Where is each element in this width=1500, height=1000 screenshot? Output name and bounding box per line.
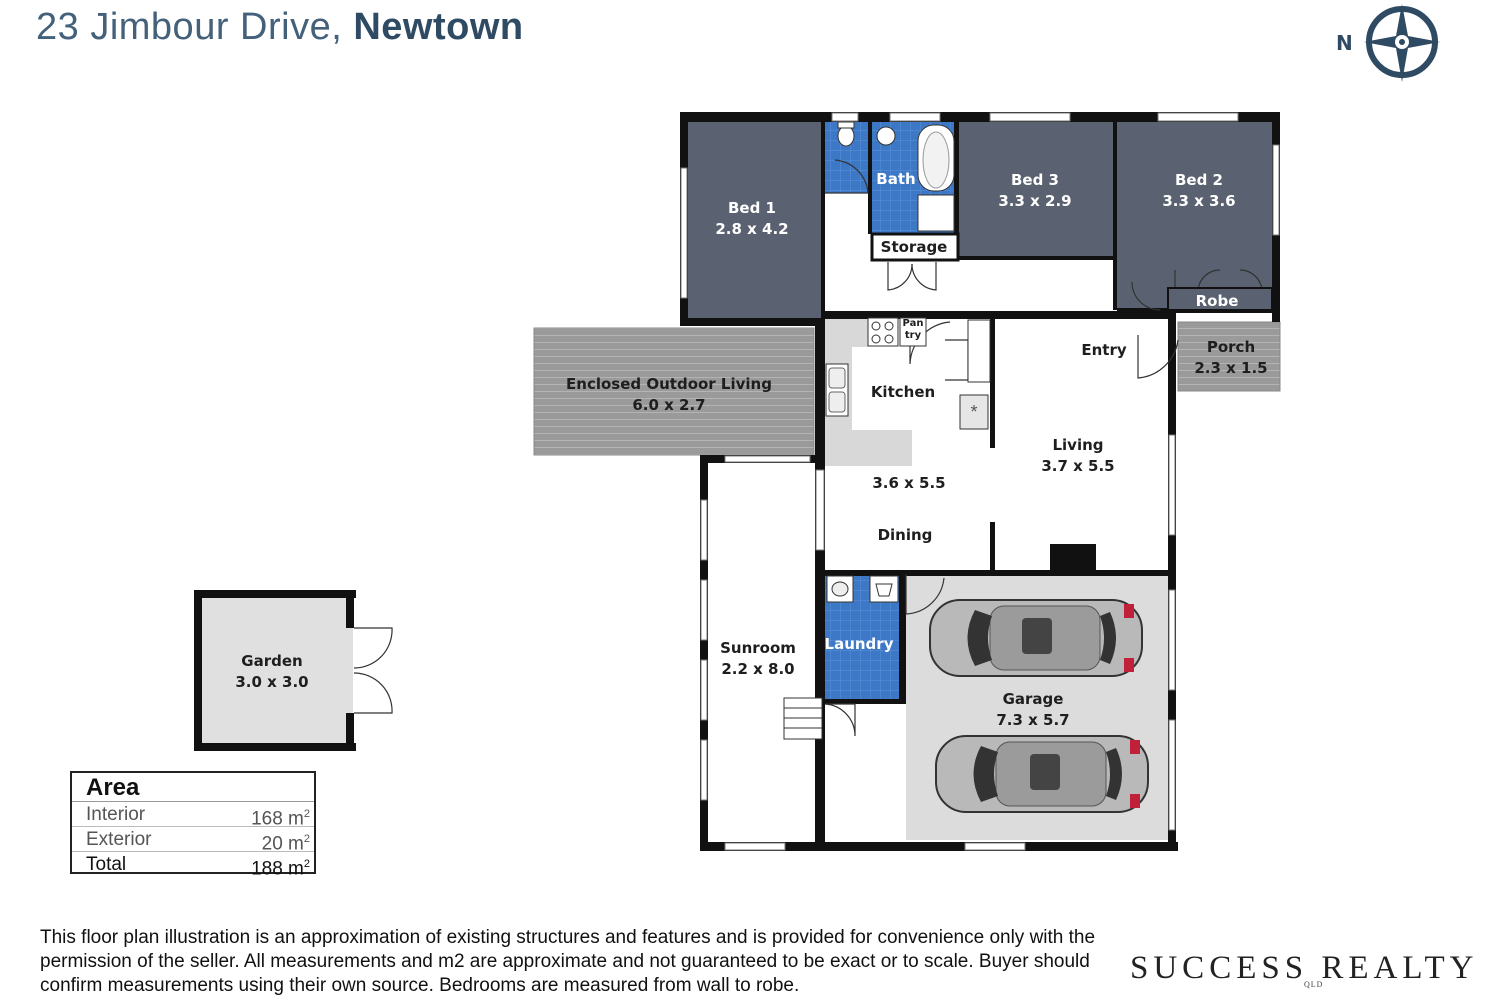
kitchen-label: Kitchen bbox=[871, 383, 935, 401]
svg-text:*: * bbox=[970, 402, 977, 422]
windows bbox=[680, 112, 1280, 851]
garage-label: Garage bbox=[1003, 690, 1064, 708]
suburb-name: Newtown bbox=[353, 6, 524, 48]
shower-icon bbox=[917, 194, 955, 232]
area-row-interior: Interior 168 m2 bbox=[72, 802, 314, 830]
bed3-label: Bed 3 bbox=[1011, 171, 1059, 189]
laundry-tub-icon bbox=[826, 575, 854, 603]
bath-label: Bath bbox=[876, 170, 915, 188]
brand-name: SUCCESS REALTY bbox=[1130, 950, 1479, 986]
bed2-size: 3.3 x 3.6 bbox=[1162, 192, 1235, 210]
enclosed-outdoor-living-deck bbox=[533, 327, 815, 456]
robe-label: Robe bbox=[1196, 292, 1239, 310]
outdoor-living-size: 6.0 x 2.7 bbox=[632, 396, 705, 414]
pantry-label-line2: try bbox=[905, 330, 922, 341]
area-summary-table: Area Interior 168 m2 Exterior 20 m2 Tota… bbox=[70, 771, 316, 880]
garden-shed-floor bbox=[198, 596, 353, 747]
porch-size: 2.3 x 1.5 bbox=[1194, 359, 1267, 377]
bed3-size: 3.3 x 2.9 bbox=[998, 192, 1071, 210]
area-row-label: Exterior bbox=[86, 829, 152, 850]
kitchen-bench bbox=[825, 318, 912, 466]
doors bbox=[353, 159, 1263, 737]
cooktop-icon bbox=[867, 317, 899, 347]
area-row-value: 188 m2 bbox=[251, 858, 310, 880]
garden-size: 3.0 x 3.0 bbox=[235, 673, 308, 691]
pantry-label-line1: Pan bbox=[903, 318, 924, 329]
area-row-value: 168 m2 bbox=[251, 808, 310, 830]
bathtub-icon bbox=[917, 124, 955, 192]
fixtures: * bbox=[783, 121, 1273, 740]
area-row-value: 20 m2 bbox=[261, 833, 310, 855]
street-address: 23 Jimbour Drive, bbox=[36, 6, 343, 48]
property-title: 23 Jimbour Drive, Newtown bbox=[36, 6, 524, 49]
sunroom-label: Sunroom bbox=[720, 639, 796, 657]
outdoor-living-label: Enclosed Outdoor Living bbox=[566, 375, 772, 393]
porch-label: Porch bbox=[1207, 338, 1255, 356]
entry-label: Entry bbox=[1081, 341, 1126, 359]
disclaimer-text: This floor plan illustration is an appro… bbox=[40, 927, 1096, 996]
compass-north-label: N bbox=[1336, 31, 1353, 55]
bed2-floor bbox=[1117, 122, 1273, 310]
toilet-icon bbox=[837, 121, 855, 147]
area-row-total: Total 188 m2 bbox=[72, 852, 314, 880]
kitchen-sink-icon bbox=[825, 363, 849, 417]
basin-icon bbox=[876, 126, 896, 146]
robe-cupboard bbox=[1167, 287, 1273, 311]
fridge-icon: * bbox=[959, 394, 989, 430]
sunroom-size: 2.2 x 8.0 bbox=[721, 660, 794, 678]
pantry-cupboard bbox=[899, 317, 927, 347]
area-row-label: Interior bbox=[86, 804, 146, 825]
dining-label: Dining bbox=[878, 526, 933, 544]
washing-machine-icon bbox=[869, 575, 899, 603]
laundry-label: Laundry bbox=[825, 635, 894, 653]
success-realty-logo: SUCCESS REALTY QLD bbox=[1130, 950, 1482, 994]
area-row-exterior: Exterior 20 m2 bbox=[72, 827, 314, 855]
car-top-icon bbox=[929, 599, 1143, 677]
storage-cupboard bbox=[870, 232, 960, 262]
sunroom-steps bbox=[783, 697, 823, 740]
living-size: 3.7 x 5.5 bbox=[1041, 457, 1114, 475]
north-compass-icon: N bbox=[1336, 4, 1440, 82]
car-bottom-icon bbox=[935, 735, 1149, 813]
garage-size: 7.3 x 5.7 bbox=[996, 711, 1069, 729]
bed3-floor bbox=[958, 122, 1115, 258]
bed1-size: 2.8 x 4.2 bbox=[715, 220, 788, 238]
porch-deck bbox=[1177, 321, 1281, 392]
living-label: Living bbox=[1052, 436, 1103, 454]
storage-label: Storage bbox=[881, 238, 948, 256]
garden-label: Garden bbox=[241, 652, 302, 670]
bed2-label: Bed 2 bbox=[1175, 171, 1223, 189]
kitchen-size: 3.6 x 5.5 bbox=[872, 474, 945, 492]
fridge-nook bbox=[967, 319, 991, 383]
area-row-label: Total bbox=[86, 854, 127, 875]
brand-sub: QLD bbox=[1304, 980, 1324, 989]
bed1-label: Bed 1 bbox=[728, 199, 776, 217]
area-title: Area bbox=[72, 773, 314, 802]
bed1-floor bbox=[688, 122, 821, 318]
